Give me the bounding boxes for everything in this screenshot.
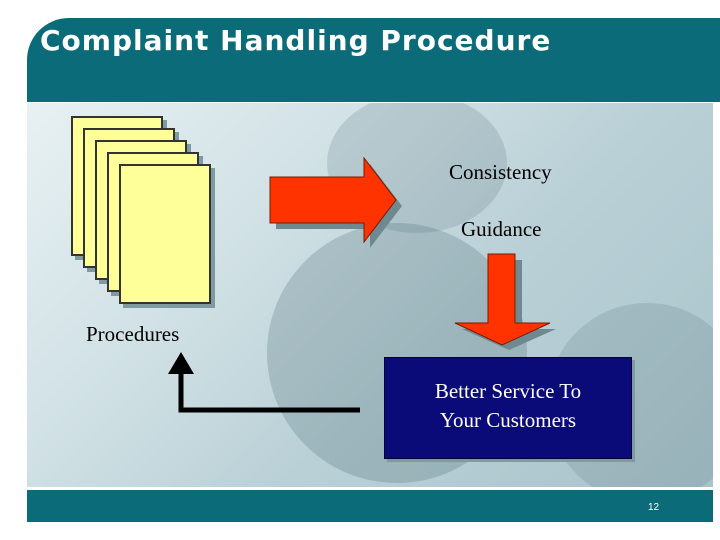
- footer-bar: [27, 490, 713, 522]
- title-bar: [27, 18, 720, 102]
- up-arrow-head-icon: [168, 352, 194, 374]
- guidance-label: Guidance: [461, 217, 542, 241]
- result-line-2: Your Customers: [439, 408, 577, 432]
- slide-number: 12: [648, 502, 660, 513]
- result-line-1: Better Service To: [434, 379, 582, 403]
- consistency-label: Consistency: [449, 160, 552, 184]
- procedures-label: Procedures: [86, 322, 180, 346]
- procedure-document-page: [119, 164, 211, 304]
- better-service-box: Better Service To Your Customers: [384, 357, 632, 459]
- return-arrow-line: [178, 372, 360, 413]
- better-service-text: Better Service To Your Customers: [385, 377, 631, 435]
- down-arrow-icon: [454, 253, 551, 346]
- right-arrow-icon: [269, 156, 397, 244]
- slide-title: Complaint Handling Procedure: [40, 24, 552, 57]
